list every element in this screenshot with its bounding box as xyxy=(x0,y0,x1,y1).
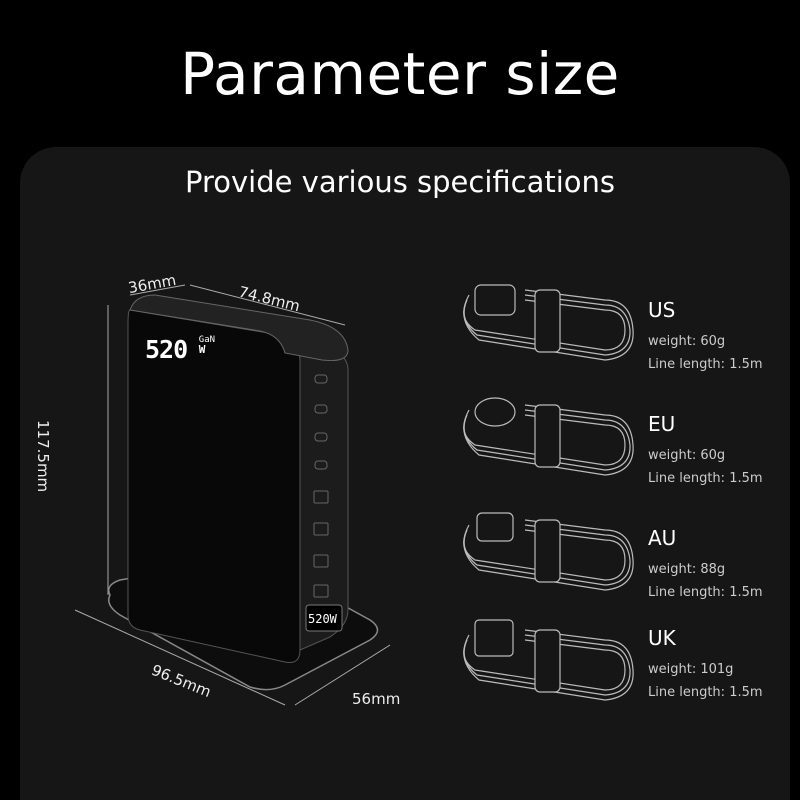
badge-unit-top: GaN xyxy=(198,335,216,345)
badge-unit-bottom: W xyxy=(198,343,206,356)
page-title: Parameter size xyxy=(180,40,620,108)
badge-number: 520 xyxy=(145,335,188,364)
uk-cable-icon xyxy=(463,619,634,701)
spec-eu: EU weight: 60g Line length: 1.5m xyxy=(648,412,763,490)
weight-line: weight: 60g xyxy=(648,334,726,349)
page-subtitle: Provide various specifications xyxy=(184,165,616,199)
au-cable-icon xyxy=(463,512,634,591)
length-line: Line length: 1.5m xyxy=(648,585,763,600)
weight-line: weight: 88g xyxy=(648,562,726,577)
weight-line: weight: 60g xyxy=(648,448,726,463)
length-line: Line length: 1.5m xyxy=(648,357,763,372)
badge: 520 GaN W xyxy=(145,335,215,364)
region-label: AU xyxy=(648,526,677,550)
charger-illustration xyxy=(74,284,391,706)
spec-us: US weight: 60g Line length: 1.5m xyxy=(648,298,763,376)
weight-line: weight: 101g xyxy=(648,662,734,677)
length-line: Line length: 1.5m xyxy=(648,685,763,700)
length-line: Line length: 1.5m xyxy=(648,471,763,486)
spec-uk: UK weight: 101g Line length: 1.5m xyxy=(648,626,763,704)
us-cable-icon xyxy=(463,284,634,361)
eu-cable-icon xyxy=(463,397,634,476)
spec-au: AU weight: 88g Line length: 1.5m xyxy=(648,526,763,604)
region-label: UK xyxy=(648,626,676,650)
dim-height: 117.5mm xyxy=(34,420,52,493)
region-label: US xyxy=(648,298,676,322)
region-label: EU xyxy=(648,412,676,436)
dim-base-depth: 56mm xyxy=(352,690,401,708)
charger-display: 520W xyxy=(308,612,337,626)
